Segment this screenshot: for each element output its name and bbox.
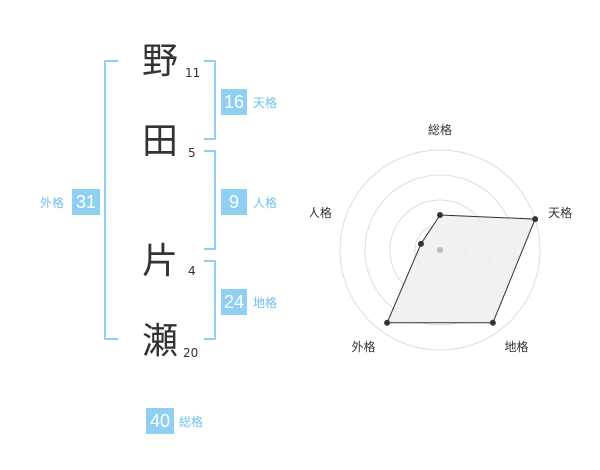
radar-point-0 — [437, 212, 443, 218]
name-char-1: 野 — [141, 41, 178, 82]
tenkaku-badge: 16 — [221, 89, 247, 115]
chikaku-label: 地格 — [253, 296, 278, 310]
gaikaku-badge: 31 — [72, 189, 100, 215]
gaikaku-label: 外格 — [40, 196, 65, 210]
radar-point-2 — [489, 319, 496, 326]
stroke-count-3: 4 — [188, 264, 196, 278]
soukaku-label: 総格 — [179, 415, 204, 429]
chikaku-bracket — [204, 260, 216, 340]
tenkaku-label: 天格 — [253, 96, 278, 110]
stroke-count-4: 20 — [183, 346, 199, 360]
stroke-count-1: 11 — [185, 66, 201, 80]
radar-axis-label-1: 天格 — [548, 205, 572, 220]
jinkaku-badge: 9 — [221, 189, 247, 215]
name-char-4: 瀬 — [141, 321, 178, 362]
tenkaku-bracket — [204, 60, 216, 140]
gaikaku-bracket — [104, 60, 118, 340]
radar-axis-label-4: 人格 — [310, 205, 332, 220]
radar-axis-label-2: 地格 — [505, 339, 529, 354]
name-char-3: 片 — [141, 241, 178, 282]
jinkaku-label: 人格 — [253, 196, 278, 210]
chikaku-badge: 24 — [221, 289, 247, 315]
radar-area — [386, 214, 536, 324]
radar-axis-label-0: 総格 — [428, 122, 452, 137]
radar-ring-4 — [339, 149, 541, 351]
radar-axis-label-3: 外格 — [351, 339, 375, 354]
radar-points — [384, 212, 539, 326]
radar-point-1 — [532, 216, 539, 223]
jinkaku-bracket — [204, 150, 216, 250]
name-char-2: 田 — [141, 121, 178, 162]
soukaku-badge: 40 — [146, 408, 174, 434]
stroke-count-2: 5 — [188, 146, 196, 160]
radar-center — [437, 247, 443, 253]
radar-point-4 — [417, 240, 424, 247]
radar-point-3 — [384, 319, 391, 326]
